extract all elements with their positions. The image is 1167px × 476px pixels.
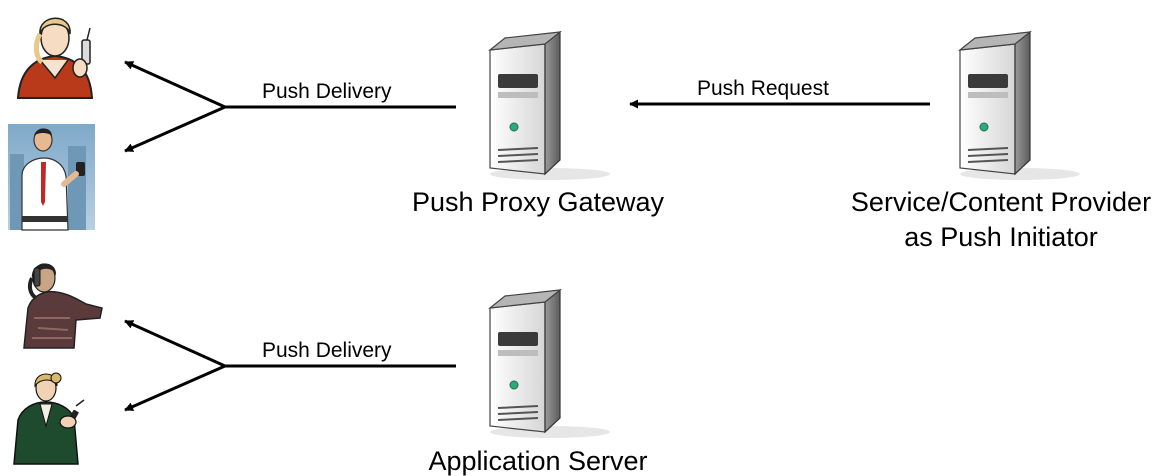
push-delivery-label-bottom: Push Delivery — [262, 339, 392, 362]
push-request-label: Push Request — [697, 77, 829, 100]
arrow-to-user-3 — [124, 319, 226, 368]
content-provider-label-line2: as Push Initiator — [904, 222, 1098, 252]
arrow-to-user-4 — [124, 364, 226, 412]
push-proxy-gateway-label: Push Proxy Gateway — [411, 187, 665, 217]
content-provider-server-icon — [958, 30, 1080, 180]
arrow-to-user-1 — [124, 60, 226, 109]
push-delivery-label-top: Push Delivery — [262, 80, 392, 103]
application-server-icon — [488, 288, 610, 438]
woman-on-phone-icon — [23, 263, 103, 349]
businesswoman-with-phone-icon — [13, 372, 85, 465]
woman-with-phone-icon — [16, 17, 94, 99]
push-proxy-gateway-server-icon — [488, 30, 610, 180]
man-with-phone-icon — [8, 124, 95, 231]
arrow-to-user-2 — [124, 105, 226, 153]
content-provider-label-line1: Service/Content Provider — [850, 187, 1152, 217]
application-server-label: Application Server — [428, 446, 648, 476]
